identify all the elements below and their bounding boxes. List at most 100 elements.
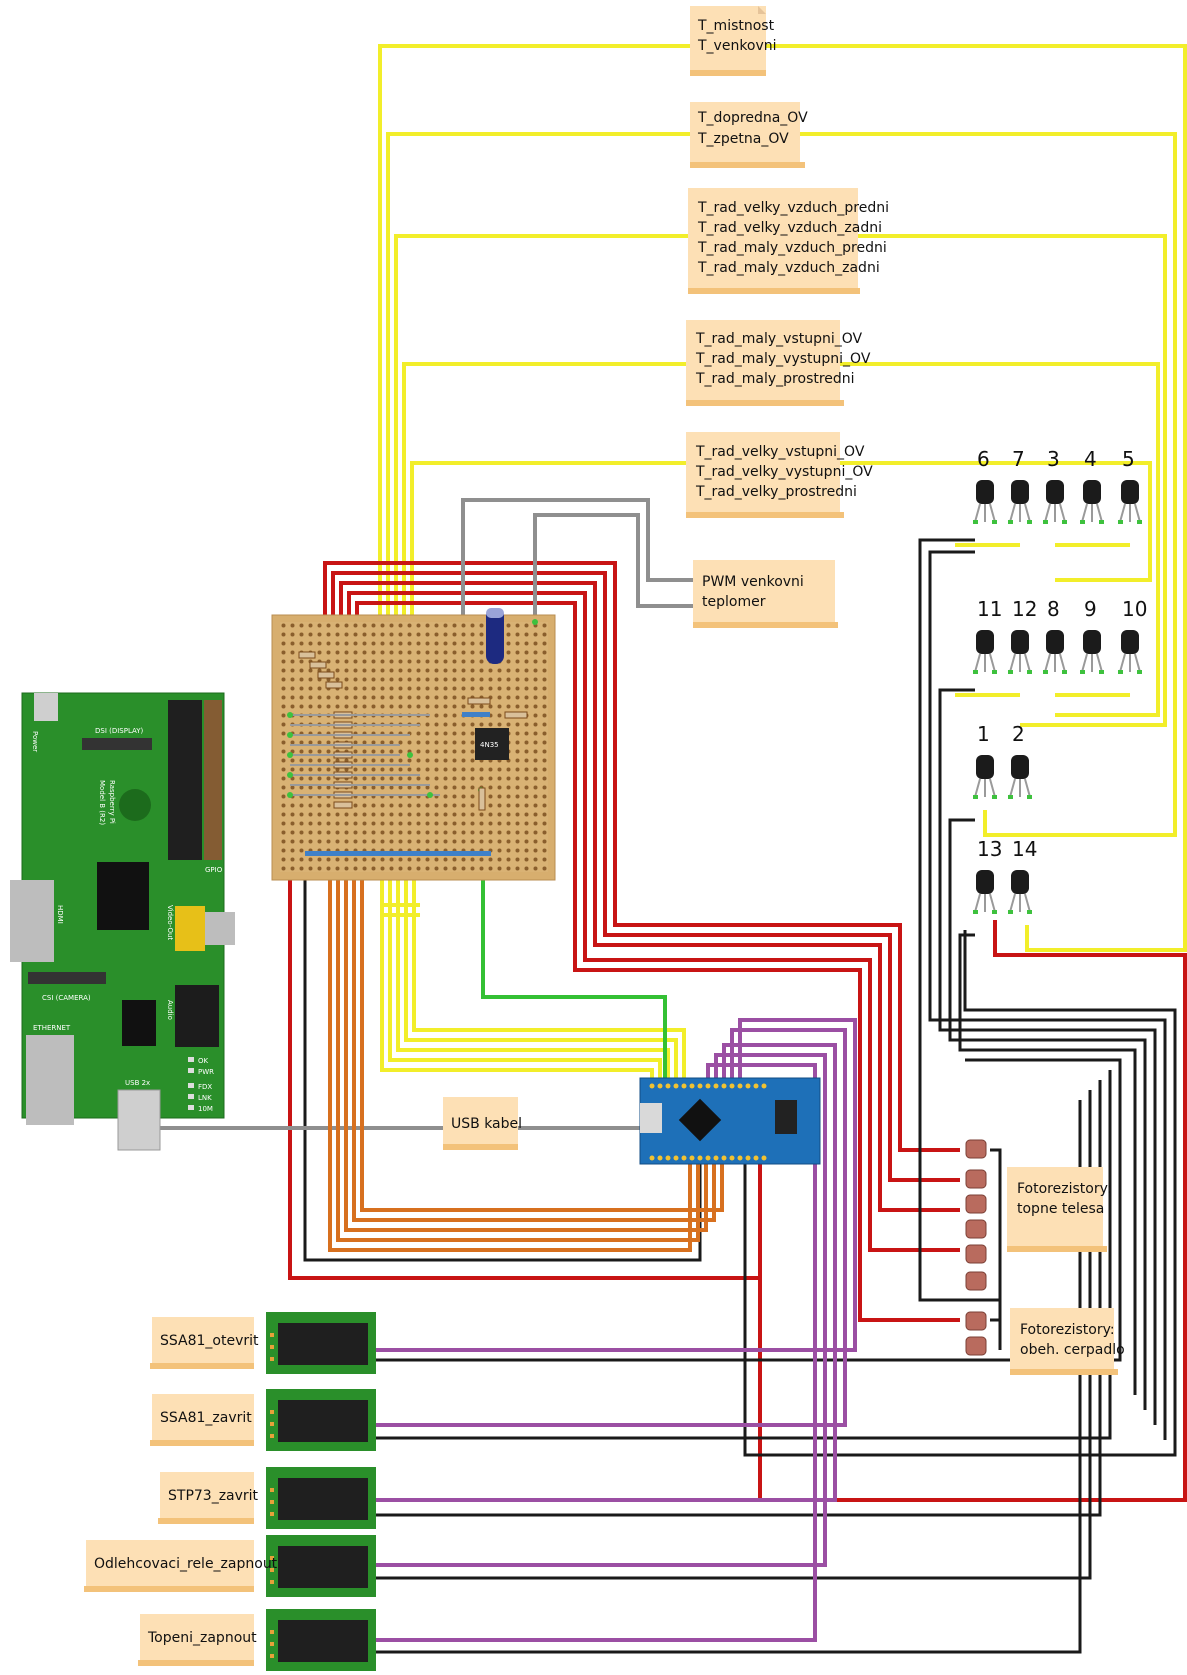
- sensor-legs: [1009, 503, 1031, 523]
- sensor-legs: [1119, 503, 1141, 523]
- note-line: Fotorezistory:: [1020, 1322, 1115, 1338]
- gpio-header: GPIO: [168, 700, 223, 874]
- sensor-legs: [974, 653, 996, 673]
- raspberry-logo: [119, 789, 151, 821]
- note-line: PWM venkovni: [702, 574, 804, 590]
- note-photoresistors-heaters: Fotorezistory: topne telesa: [1007, 1167, 1112, 1252]
- relay-module: STP73_zavrit: [158, 1467, 376, 1529]
- relay-note-shadow: [138, 1660, 254, 1666]
- sensor-body: [1011, 480, 1029, 504]
- label-power: Power: [31, 731, 39, 752]
- relay-module: Topeni_zapnout: [138, 1609, 376, 1671]
- sensor-number: 14: [1012, 837, 1037, 861]
- label-usb: USB 2x: [125, 1079, 150, 1087]
- resistor: [478, 787, 486, 811]
- relay-note-shadow: [84, 1586, 254, 1592]
- sensor-legs: [1009, 778, 1031, 798]
- relay-label: SSA81_zavrit: [160, 1410, 252, 1426]
- led-label: 10M: [198, 1105, 213, 1113]
- sensor-legs: [1081, 653, 1103, 673]
- relay-label: STP73_zavrit: [168, 1488, 259, 1504]
- ic-small: [122, 1000, 156, 1046]
- sensor-body: [1046, 480, 1064, 504]
- green-wire: [481, 870, 667, 1090]
- relay-note: [86, 1540, 254, 1586]
- temperature-sensor: 7: [1008, 447, 1032, 524]
- relay-modules: SSA81_otevritSSA81_zavritSTP73_zavritOdl…: [84, 1312, 376, 1671]
- audio-jack: [175, 985, 219, 1047]
- note-line: T_rad_maly_vstupni_OV: [695, 331, 863, 347]
- relay-body: [278, 1620, 368, 1662]
- relay-label: Topeni_zapnout: [147, 1630, 257, 1646]
- sensor-number: 13: [977, 837, 1002, 861]
- sensor-body: [1011, 870, 1029, 894]
- usb-port: [117, 1089, 161, 1151]
- ethernet-port: [26, 1035, 74, 1125]
- note-line: T_rad_velky_vzduch_predni: [697, 200, 889, 216]
- optocoupler: 4N35: [475, 728, 509, 760]
- sensor-legs: [1081, 503, 1103, 523]
- note-line: T_rad_maly_prostredni: [695, 371, 855, 387]
- sensor-legs: [1119, 653, 1141, 673]
- label-gpio: GPIO: [205, 866, 223, 874]
- sensor-body: [976, 755, 994, 779]
- black-wires: [303, 538, 1177, 1654]
- photoresistor: [965, 1219, 987, 1239]
- sensor-legs: [974, 893, 996, 913]
- sensor-legs: [1044, 503, 1066, 523]
- relay-body: [278, 1478, 368, 1520]
- note-room-outdoor: T_mistnost T_venkovni: [690, 6, 777, 76]
- sensor-body: [1011, 755, 1029, 779]
- blue-bus-bar: [305, 851, 491, 856]
- photoresistor: [965, 1271, 987, 1291]
- pin-row-top: [649, 1083, 767, 1089]
- ic-label: 4N35: [480, 741, 499, 749]
- temperature-sensor: 11: [973, 597, 1002, 674]
- led-label: OK: [198, 1057, 209, 1065]
- note-small-radiator: T_rad_maly_vstupni_OV T_rad_maly_vystupn…: [686, 320, 871, 406]
- relay-body: [278, 1546, 368, 1588]
- sensor-body: [1121, 480, 1139, 504]
- photoresistor: [965, 1311, 987, 1331]
- sensor-number: 1: [977, 722, 990, 746]
- stripboard: 4N35: [271, 608, 556, 881]
- note-line: USB kabel: [451, 1116, 522, 1132]
- sensor-body: [1121, 630, 1139, 654]
- sensor-number: 8: [1047, 597, 1060, 621]
- relay-module: SSA81_otevrit: [150, 1312, 376, 1374]
- board-leads: [290, 714, 440, 796]
- temperature-sensor: 6: [973, 447, 997, 524]
- note-line: T_zpetna_OV: [697, 131, 789, 147]
- photoresistor: [965, 1244, 987, 1264]
- relay-module: SSA81_zavrit: [150, 1389, 376, 1451]
- note-usb: USB kabel: [443, 1097, 522, 1150]
- sensor-legs: [974, 503, 996, 523]
- label-rpi-title: Raspberry Pi: [108, 780, 116, 824]
- sensor-body: [1083, 480, 1101, 504]
- note-line: T_rad_velky_vstupni_OV: [695, 444, 865, 460]
- capacitor: [486, 608, 504, 664]
- note-line: T_rad_velky_vystupni_OV: [695, 464, 873, 480]
- label-video: Video-Out: [166, 905, 174, 940]
- csi-connector: [28, 972, 106, 984]
- note-line: T_venkovni: [697, 38, 777, 54]
- led-label: LNK: [198, 1094, 212, 1102]
- note-line: T_rad_maly_vystupni_OV: [695, 351, 871, 367]
- temperature-sensor: 12: [1008, 597, 1037, 674]
- relay-body: [278, 1400, 368, 1442]
- temperature-sensor: 10: [1118, 597, 1147, 674]
- relay-note-shadow: [150, 1363, 254, 1369]
- yellow-wires: [378, 44, 1187, 1090]
- temperature-sensor: 4: [1080, 447, 1104, 524]
- note-line: T_rad_maly_vzduch_zadni: [697, 260, 880, 276]
- relay-note-shadow: [150, 1440, 254, 1446]
- led-label: PWR: [198, 1068, 214, 1076]
- led-label: FDX: [198, 1083, 212, 1091]
- orange-wires: [328, 875, 724, 1252]
- relay-label: Odlehcovaci_rele_zapnout: [94, 1556, 278, 1572]
- note-photoresistors-pump: Fotorezistory: obeh. cerpadlo: [1010, 1308, 1125, 1375]
- header-block: [775, 1100, 797, 1134]
- dsi-connector: [82, 738, 152, 750]
- sensor-body: [976, 630, 994, 654]
- sensor-body: [1046, 630, 1064, 654]
